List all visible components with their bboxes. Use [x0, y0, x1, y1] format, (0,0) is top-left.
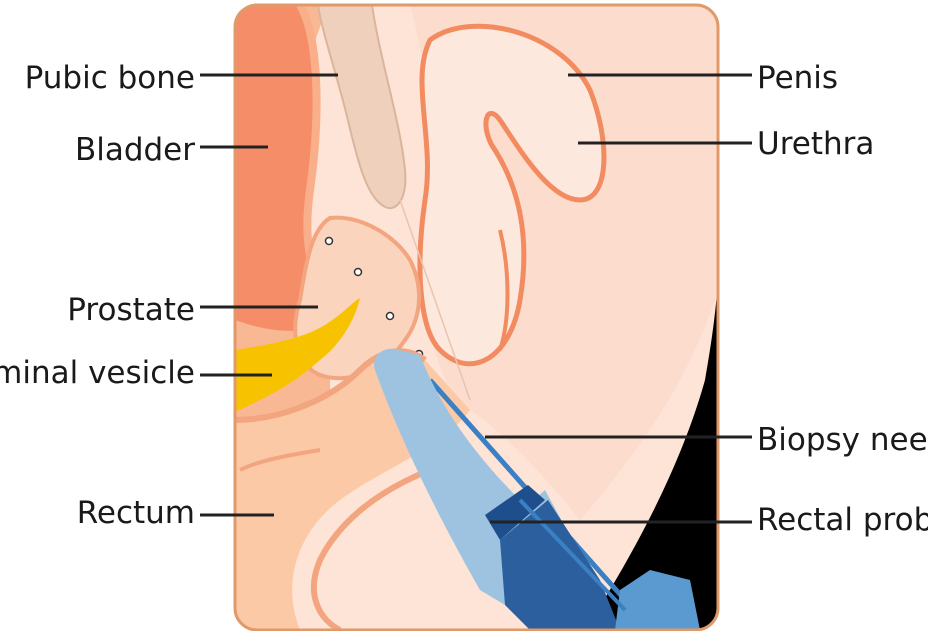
label-rectal-probe: Rectal probe — [757, 502, 928, 538]
label-bladder: Bladder — [75, 132, 195, 168]
label-penis: Penis — [757, 60, 838, 96]
label-rectum: Rectum — [77, 495, 195, 531]
illustration-panel — [235, 5, 718, 630]
label-prostate: Prostate — [67, 292, 195, 328]
label-urethra: Urethra — [757, 126, 874, 162]
label-pubic-bone: Pubic bone — [25, 60, 195, 96]
biopsy-marker — [387, 313, 394, 320]
label-seminal-vesicle: Seminal vesicle — [0, 355, 195, 391]
label-biopsy-needle: Biopsy needle — [757, 422, 928, 458]
biopsy-marker — [326, 238, 333, 245]
biopsy-marker — [355, 269, 362, 276]
